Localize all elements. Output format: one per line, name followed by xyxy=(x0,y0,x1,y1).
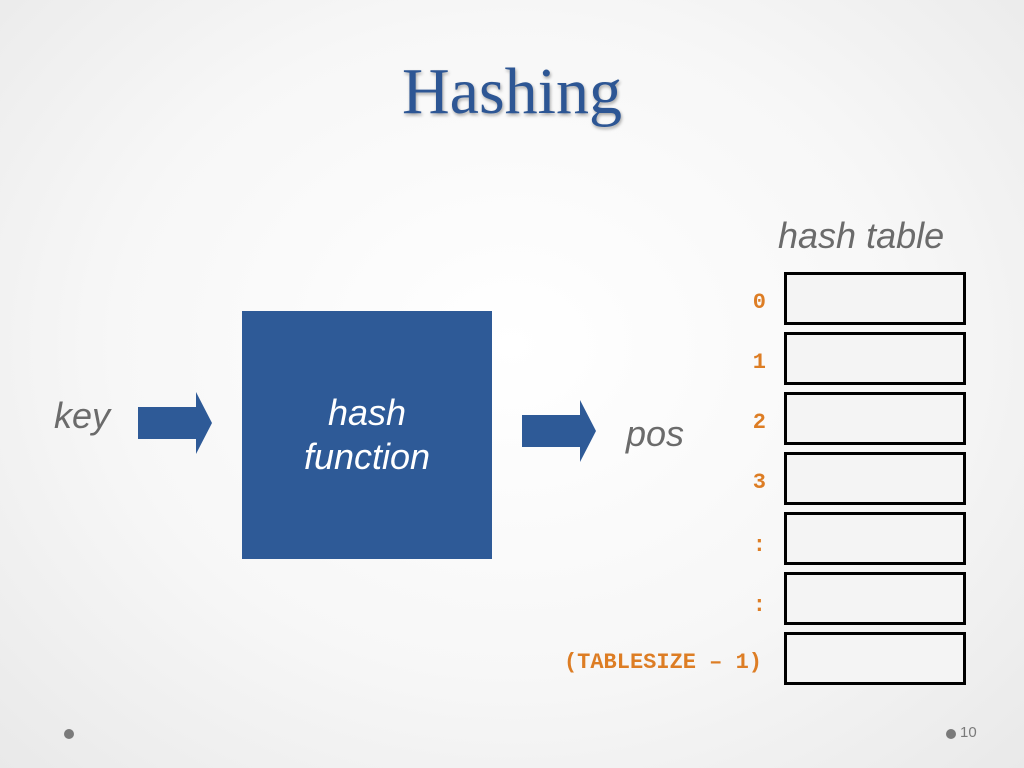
page-number: 10 xyxy=(960,724,977,741)
hash-table-cell xyxy=(784,332,966,385)
hash-function-line2: function xyxy=(303,436,431,477)
table-index-last: (TABLESIZE – 1) xyxy=(563,650,762,675)
slide-title: Hashing xyxy=(402,55,622,128)
hash-table-cell xyxy=(784,572,966,625)
hash-table-cell xyxy=(784,632,966,685)
hash-table-label: hash table xyxy=(778,215,945,256)
right-arrow-icon xyxy=(522,400,596,462)
hash-table-cell xyxy=(784,272,966,325)
bullet-dot xyxy=(64,729,74,739)
table-index: : xyxy=(752,593,766,618)
pos-label: pos xyxy=(626,413,685,454)
hash-table-cell xyxy=(784,512,966,565)
bullet-dot xyxy=(946,729,956,739)
table-index: 2 xyxy=(752,410,766,435)
right-arrow-icon xyxy=(138,392,212,454)
hash-table-cell xyxy=(784,392,966,445)
hash-function-line1: hash xyxy=(327,392,407,433)
key-label: key xyxy=(54,395,111,436)
table-index: 1 xyxy=(752,350,766,375)
hash-table-cell xyxy=(784,452,966,505)
hash-function-box: hash function xyxy=(242,311,492,559)
table-index: 3 xyxy=(752,470,766,495)
table-index: 0 xyxy=(752,290,766,315)
table-index: : xyxy=(752,533,766,558)
